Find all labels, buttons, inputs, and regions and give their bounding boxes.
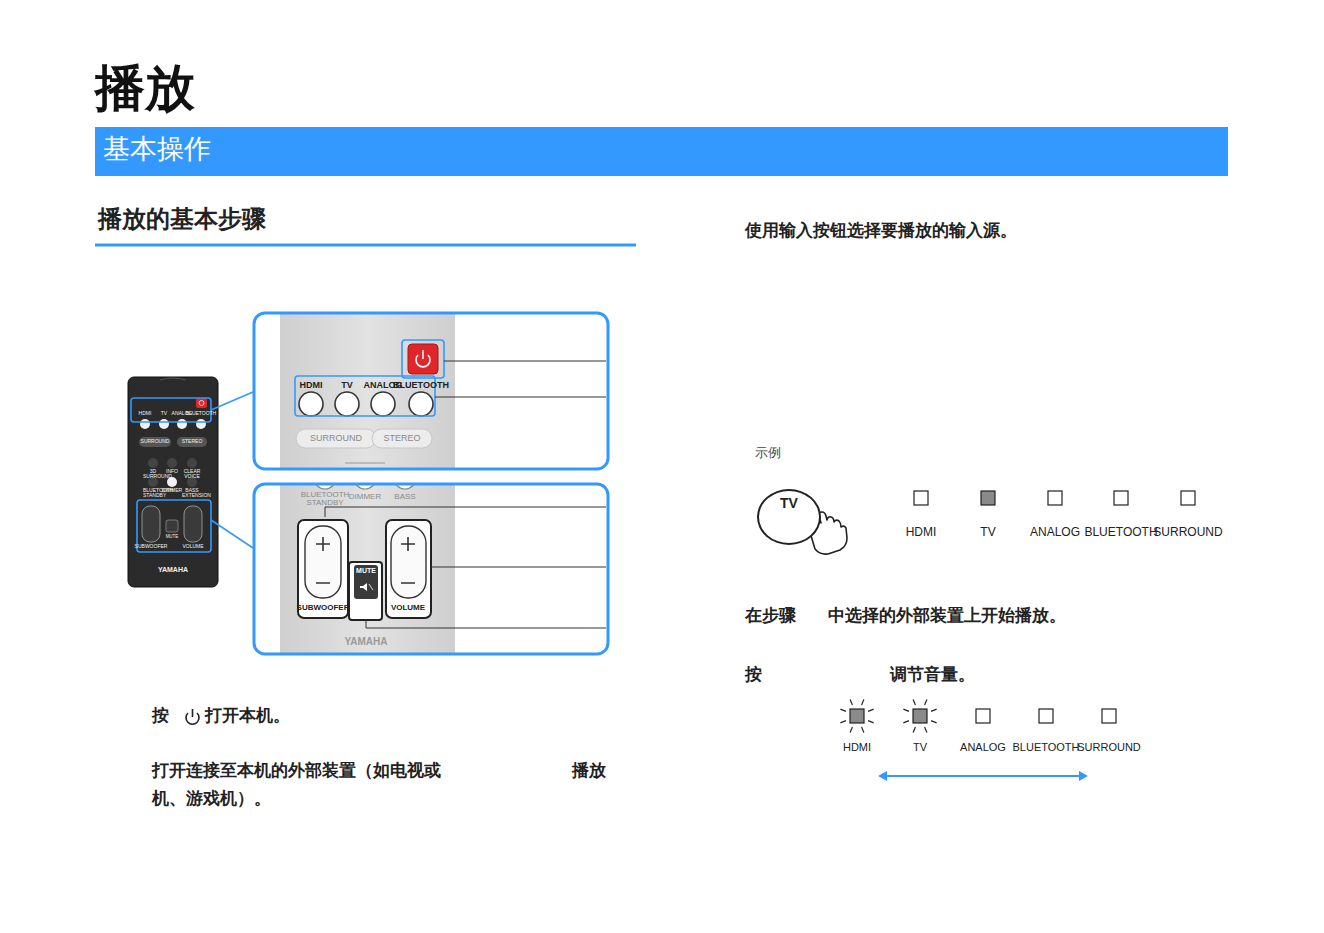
button-label: TV — [161, 411, 167, 417]
button-label: TV — [759, 495, 819, 511]
blink-ray — [840, 721, 846, 723]
remote-small — [128, 377, 253, 587]
indicator-label: TV — [980, 526, 995, 540]
brand-logo: YAMAHA — [158, 566, 188, 574]
button-label: BASS — [394, 492, 415, 501]
blink-ray — [868, 709, 874, 711]
blink-ray — [868, 721, 874, 723]
button-label: 3D SURROUND — [143, 469, 163, 480]
step-text: 按 — [152, 706, 169, 726]
indicator-row — [914, 491, 1195, 505]
tv-button: TV — [757, 489, 821, 545]
indicator-label: SURROUND — [1077, 741, 1141, 754]
page-title: 播放 — [95, 60, 195, 118]
brand-logo: YAMAHA — [345, 636, 388, 648]
button-label: STEREO — [383, 433, 420, 443]
button-label: BLUETOOTH STANDBY — [143, 488, 163, 499]
example-label: 示例 — [755, 446, 781, 461]
indicator-label: ANALOG — [1030, 526, 1080, 540]
blink-ray — [850, 727, 852, 733]
blink-ray — [862, 727, 864, 733]
zoom-top — [280, 314, 455, 468]
blink-ray — [925, 699, 927, 705]
indicator-label: SURROUND — [1153, 526, 1222, 540]
heading-rule — [95, 244, 636, 247]
indicator-label: HDMI — [906, 526, 937, 540]
button-label: VOLUME — [182, 544, 203, 550]
indicator-label: HDMI — [843, 741, 871, 754]
button-label: BASS EXTENSION — [182, 488, 202, 499]
step-text: 机、游戏机）。 — [152, 789, 271, 809]
button-label: BLUETOOTH — [393, 380, 449, 390]
step-text: 打开本机。 — [205, 706, 290, 726]
step-text: 按 — [745, 665, 762, 685]
button-label: DIMMER — [162, 488, 182, 494]
blink-ray — [903, 709, 909, 711]
indicator-row-blinking — [850, 709, 1116, 723]
button-label: BLUETOOTH — [301, 490, 350, 499]
double-arrow — [878, 771, 1088, 781]
step-text: 打开连接至本机的外部装置（如电视或 — [152, 761, 441, 781]
step-text: 使用输入按钮选择要播放的输入源。 — [745, 221, 1017, 241]
button-label: BLUETOOTH — [186, 411, 216, 417]
section-heading: 播放的基本步骤 — [98, 205, 266, 233]
step-text: 调节音量。 — [890, 665, 975, 685]
band-heading: 基本操作 — [103, 134, 1220, 165]
blink-ray — [850, 699, 852, 705]
step-text: 在步骤 — [745, 606, 796, 626]
button-label: HDMI — [300, 380, 323, 390]
blink-ray — [913, 699, 915, 705]
button-label: HDMI — [139, 411, 152, 417]
section-band: 基本操作 — [95, 127, 1228, 176]
button-label: CLEAR VOICE — [182, 469, 202, 480]
blink-ray — [913, 727, 915, 733]
blink-ray — [862, 699, 864, 705]
button-label: STANDBY — [306, 498, 343, 507]
indicator-label: BLUETOOTH — [1012, 741, 1079, 754]
blink-ray — [931, 709, 937, 711]
blink-rays — [840, 699, 936, 732]
indicator-label: ANALOG — [960, 741, 1006, 754]
indicator-label: BLUETOOTH — [1084, 526, 1157, 540]
button-label: SUBWOOFER — [297, 603, 350, 612]
button-label: STEREO — [182, 439, 203, 445]
blink-ray — [903, 721, 909, 723]
blink-ray — [840, 709, 846, 711]
blink-ray — [925, 727, 927, 733]
button-label: MUTE — [166, 534, 179, 539]
button-label: MUTE — [356, 567, 376, 575]
button-label: SURROUND — [141, 439, 170, 445]
blink-ray — [931, 721, 937, 723]
step-text: 中选择的外部装置上开始播放。 — [828, 606, 1066, 626]
button-label: SURROUND — [310, 433, 362, 443]
button-label: VOLUME — [391, 603, 425, 612]
button-label: DIMMER — [349, 492, 381, 501]
button-label: TV — [341, 380, 353, 390]
indicator-label: TV — [913, 741, 927, 754]
button-label: SUBWOOFER — [135, 544, 168, 550]
step-text: 播放 — [572, 761, 606, 781]
button-label: INFO — [166, 469, 178, 475]
